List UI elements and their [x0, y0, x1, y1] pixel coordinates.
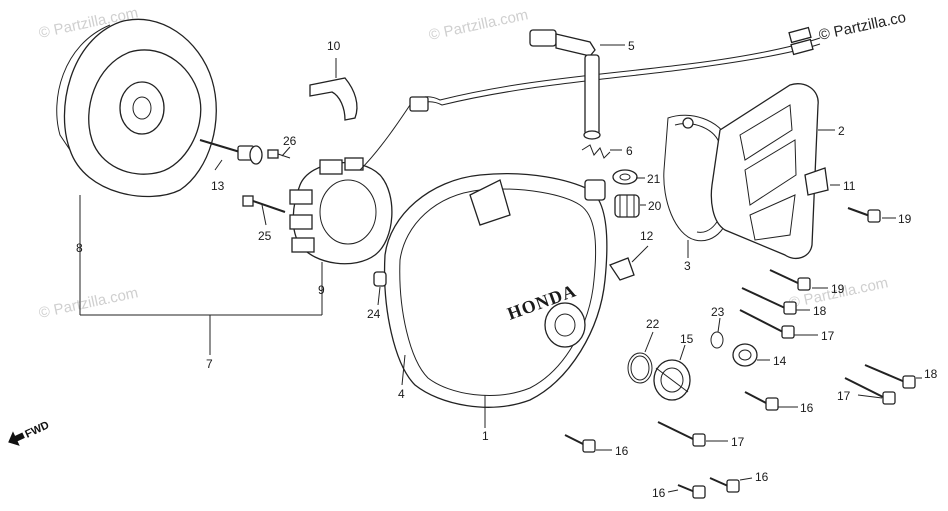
sprocket-cover-part[interactable]: [710, 83, 819, 259]
bearing-20-part[interactable]: [614, 194, 640, 218]
leader-lines: [79, 44, 922, 493]
bolt-19b-part[interactable]: [769, 269, 811, 291]
callout-23: 23: [711, 305, 725, 319]
callout-9: 9: [318, 283, 325, 297]
callout-6: 6: [626, 144, 633, 158]
callout-15: 15: [680, 332, 694, 346]
fwd-label: FWD: [23, 419, 51, 440]
callout-24: 24: [367, 307, 381, 321]
callout-12: 12: [640, 229, 654, 243]
callout-17b: 17: [837, 389, 851, 403]
watermark-corner: © Partzilla.co: [817, 9, 907, 44]
o-ring-23-part[interactable]: [710, 331, 724, 349]
bolt-13-part[interactable]: [199, 139, 263, 165]
bolt-26-part[interactable]: [267, 149, 291, 159]
bolt-17c-part[interactable]: [657, 421, 706, 447]
callout-3: 3: [684, 259, 691, 273]
spring-6-part[interactable]: [581, 144, 611, 159]
bolt-25-part[interactable]: [242, 195, 286, 213]
callout-7: 7: [206, 357, 213, 371]
callout-8: 8: [76, 241, 83, 255]
clip-12-part[interactable]: [609, 257, 635, 281]
callout-14: 14: [773, 354, 787, 368]
bolt-19a-part[interactable]: [847, 207, 881, 223]
callout-16c: 16: [755, 470, 769, 484]
bolt-17a-part[interactable]: [739, 309, 795, 339]
callout-10: 10: [327, 39, 341, 53]
pulse-generator-part[interactable]: [529, 29, 601, 140]
nut-21-part[interactable]: [612, 169, 638, 185]
fwd-indicator: FWD: [8, 419, 51, 446]
callout-5: 5: [628, 39, 635, 53]
callout-26: 26: [283, 134, 297, 148]
callout-20: 20: [648, 199, 662, 213]
bolt-18b-part[interactable]: [864, 364, 916, 389]
bolt-16a-part[interactable]: [744, 391, 779, 411]
wire-harness-part[interactable]: [409, 26, 821, 112]
callout-4: 4: [398, 387, 405, 401]
callout-16d: 16: [652, 486, 666, 500]
callout-17c: 17: [731, 435, 745, 449]
dowel-24-part[interactable]: [373, 271, 387, 287]
bolt-17b-part[interactable]: [844, 377, 896, 405]
callout-labels: 1 2 3 4 5 6 7 8 9 10 11 12 13 14 15 16 1…: [76, 39, 938, 500]
fwd-arrow-icon: [8, 431, 25, 446]
callout-19b: 19: [831, 282, 845, 296]
stator-part[interactable]: [289, 104, 411, 265]
callout-22: 22: [646, 317, 660, 331]
callout-2: 2: [838, 124, 845, 138]
callout-18b: 18: [924, 367, 938, 381]
watermark-3: © Partzilla.com: [37, 284, 139, 322]
cap-14-part[interactable]: [732, 343, 758, 367]
callout-18a: 18: [813, 304, 827, 318]
bracket-11-part[interactable]: [804, 167, 829, 196]
bolt-16b-part[interactable]: [564, 434, 596, 453]
callout-16a: 16: [800, 401, 814, 415]
watermark-2: © Partzilla.com: [427, 6, 529, 44]
flywheel-part[interactable]: [56, 18, 217, 198]
bolt-16c-part[interactable]: [709, 477, 740, 493]
callout-19a: 19: [898, 212, 912, 226]
callout-21: 21: [647, 172, 661, 186]
callout-11: 11: [843, 179, 856, 193]
callout-17a: 17: [821, 329, 835, 343]
bolt-16d-part[interactable]: [677, 484, 706, 499]
cap-15-part[interactable]: [653, 359, 691, 401]
o-ring-22-part[interactable]: [627, 352, 653, 384]
callout-16b: 16: [615, 444, 629, 458]
bolt-18a-part[interactable]: [741, 287, 797, 315]
callout-13: 13: [211, 179, 225, 193]
crankcase-cover-part[interactable]: HONDA: [383, 173, 608, 408]
callout-1: 1: [482, 429, 489, 443]
clamp-10-part[interactable]: [309, 77, 358, 121]
callout-25: 25: [258, 229, 272, 243]
